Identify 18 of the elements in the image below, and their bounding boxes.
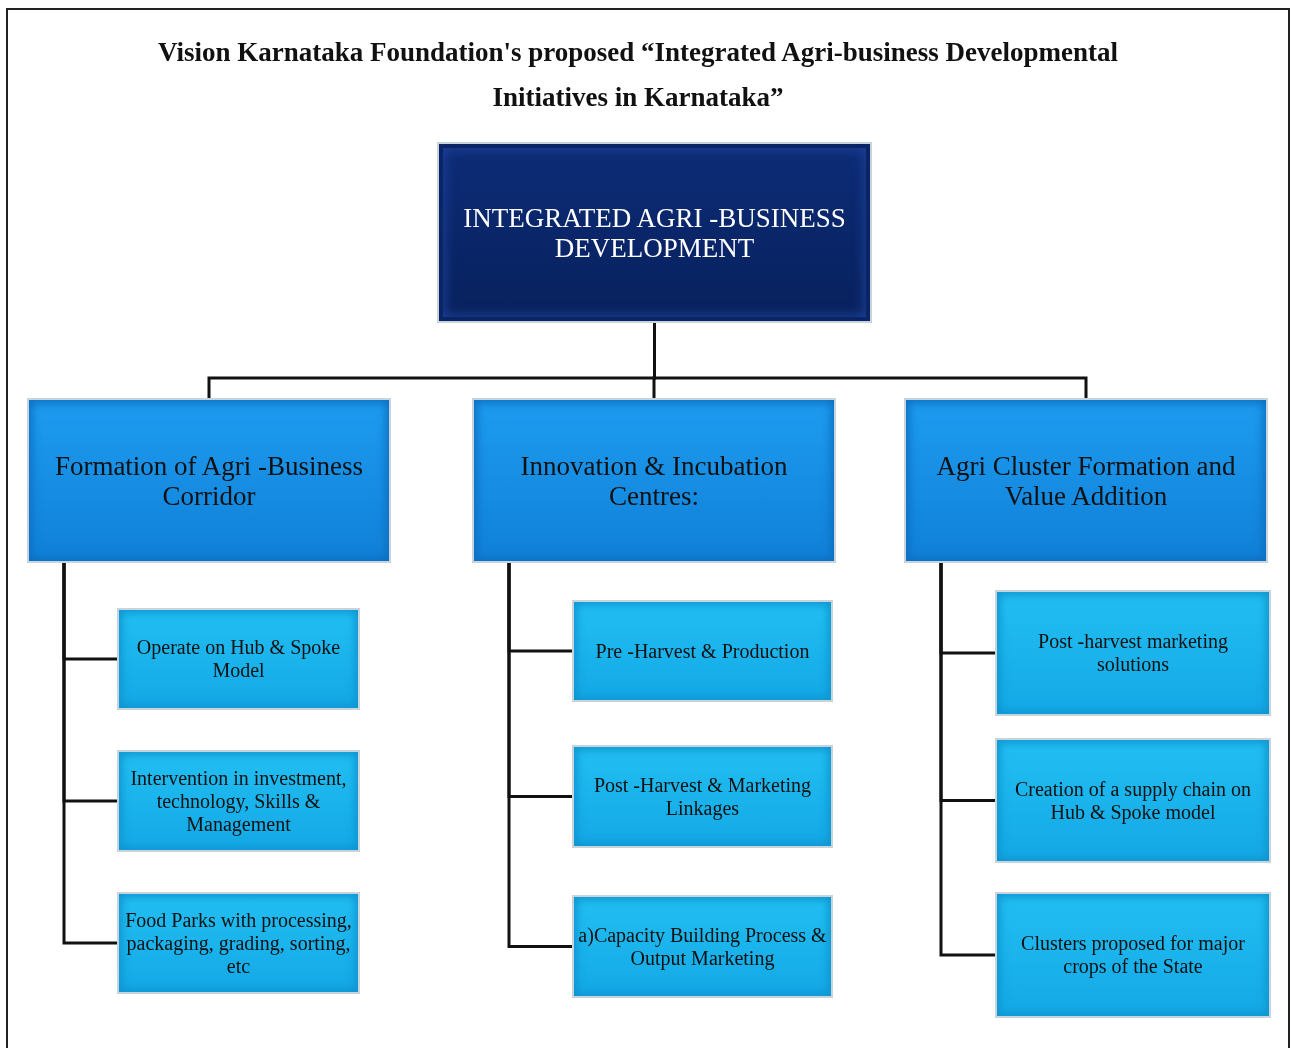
item-box: Food Parks with processing, packaging, grading, sorting, etc [117, 892, 360, 994]
item-box: Post -Harvest & Marketing Linkages [572, 745, 833, 848]
category-box: Innovation & Incubation Centres: [472, 398, 836, 563]
category-box: Agri Cluster Formation and Value Addition [904, 398, 1268, 563]
connector-line [939, 563, 995, 957]
item-box: Creation of a supply chain on Hub & Spoke model [995, 738, 1271, 863]
item-box: Pre -Harvest & Production [572, 600, 833, 702]
connector-line [507, 563, 572, 948]
title: Vision Karnataka Foundation's proposed “Integrated Agri-business Developmental Initiatives in Karnataka” [156, 36, 1120, 114]
item-box: Operate on Hub & Spoke Model [117, 608, 360, 710]
item-box: Clusters proposed for major crops of the State [995, 892, 1271, 1018]
connector-line [62, 563, 117, 945]
connector-line [653, 323, 1088, 398]
item-box: a)Capacity Building Process & Output Marketing [572, 895, 833, 998]
item-box: Post -harvest marketing solutions [995, 590, 1271, 716]
item-box: Intervention in investment, technology, Skills & Management [117, 750, 360, 852]
category-box: Formation of Agri -Business Corridor [27, 398, 391, 563]
root-box: INTEGRATED AGRI -BUSINESS DEVELOPMENT [437, 142, 872, 323]
